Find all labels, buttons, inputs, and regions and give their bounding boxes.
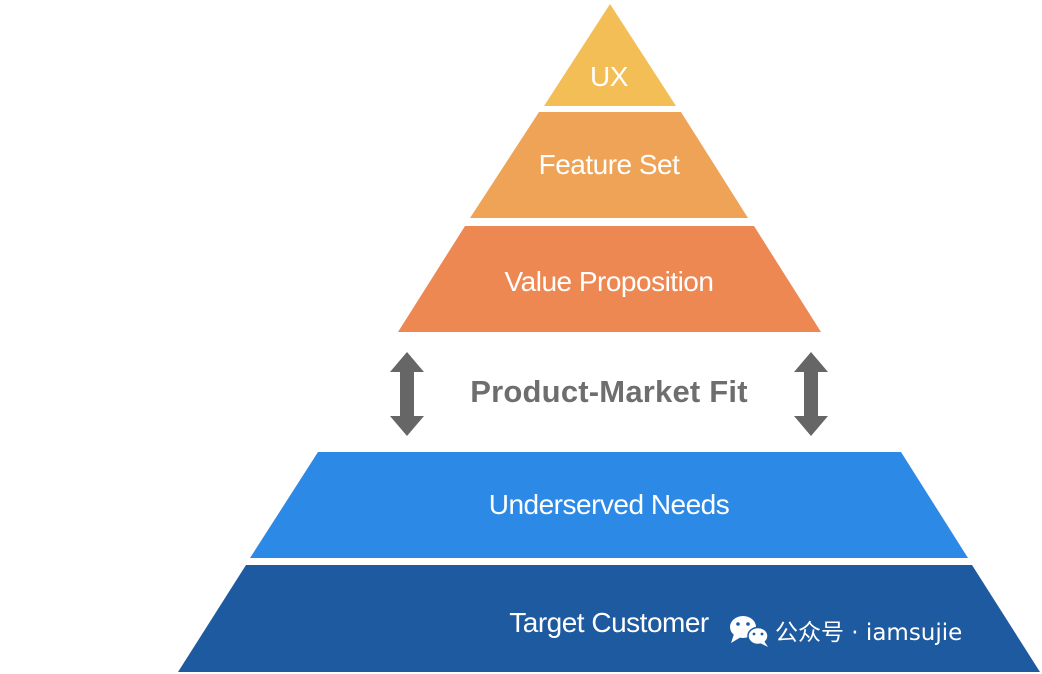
layer-value-proposition (398, 226, 821, 332)
double-arrow-left-icon (390, 352, 424, 436)
layer-label-feature-set: Feature Set (539, 149, 681, 180)
layer-label-value-proposition: Value Proposition (505, 266, 714, 297)
wechat-icon (730, 616, 769, 647)
layer-label-target-customer: Target Customer (509, 607, 709, 638)
double-arrow-right-icon (794, 352, 828, 436)
layer-target-customer (178, 565, 1040, 672)
layer-label-ux: UX (590, 61, 629, 92)
watermark-text: 公众号 · iamsujie (775, 620, 962, 646)
watermark: 公众号 · iamsujie (730, 616, 962, 647)
layer-feature-set (470, 112, 748, 218)
layer-underserved-needs (250, 452, 968, 558)
layer-label-underserved-needs: Underserved Needs (489, 489, 730, 520)
product-market-fit-label: Product-Market Fit (470, 374, 747, 409)
layer-ux (544, 4, 676, 106)
